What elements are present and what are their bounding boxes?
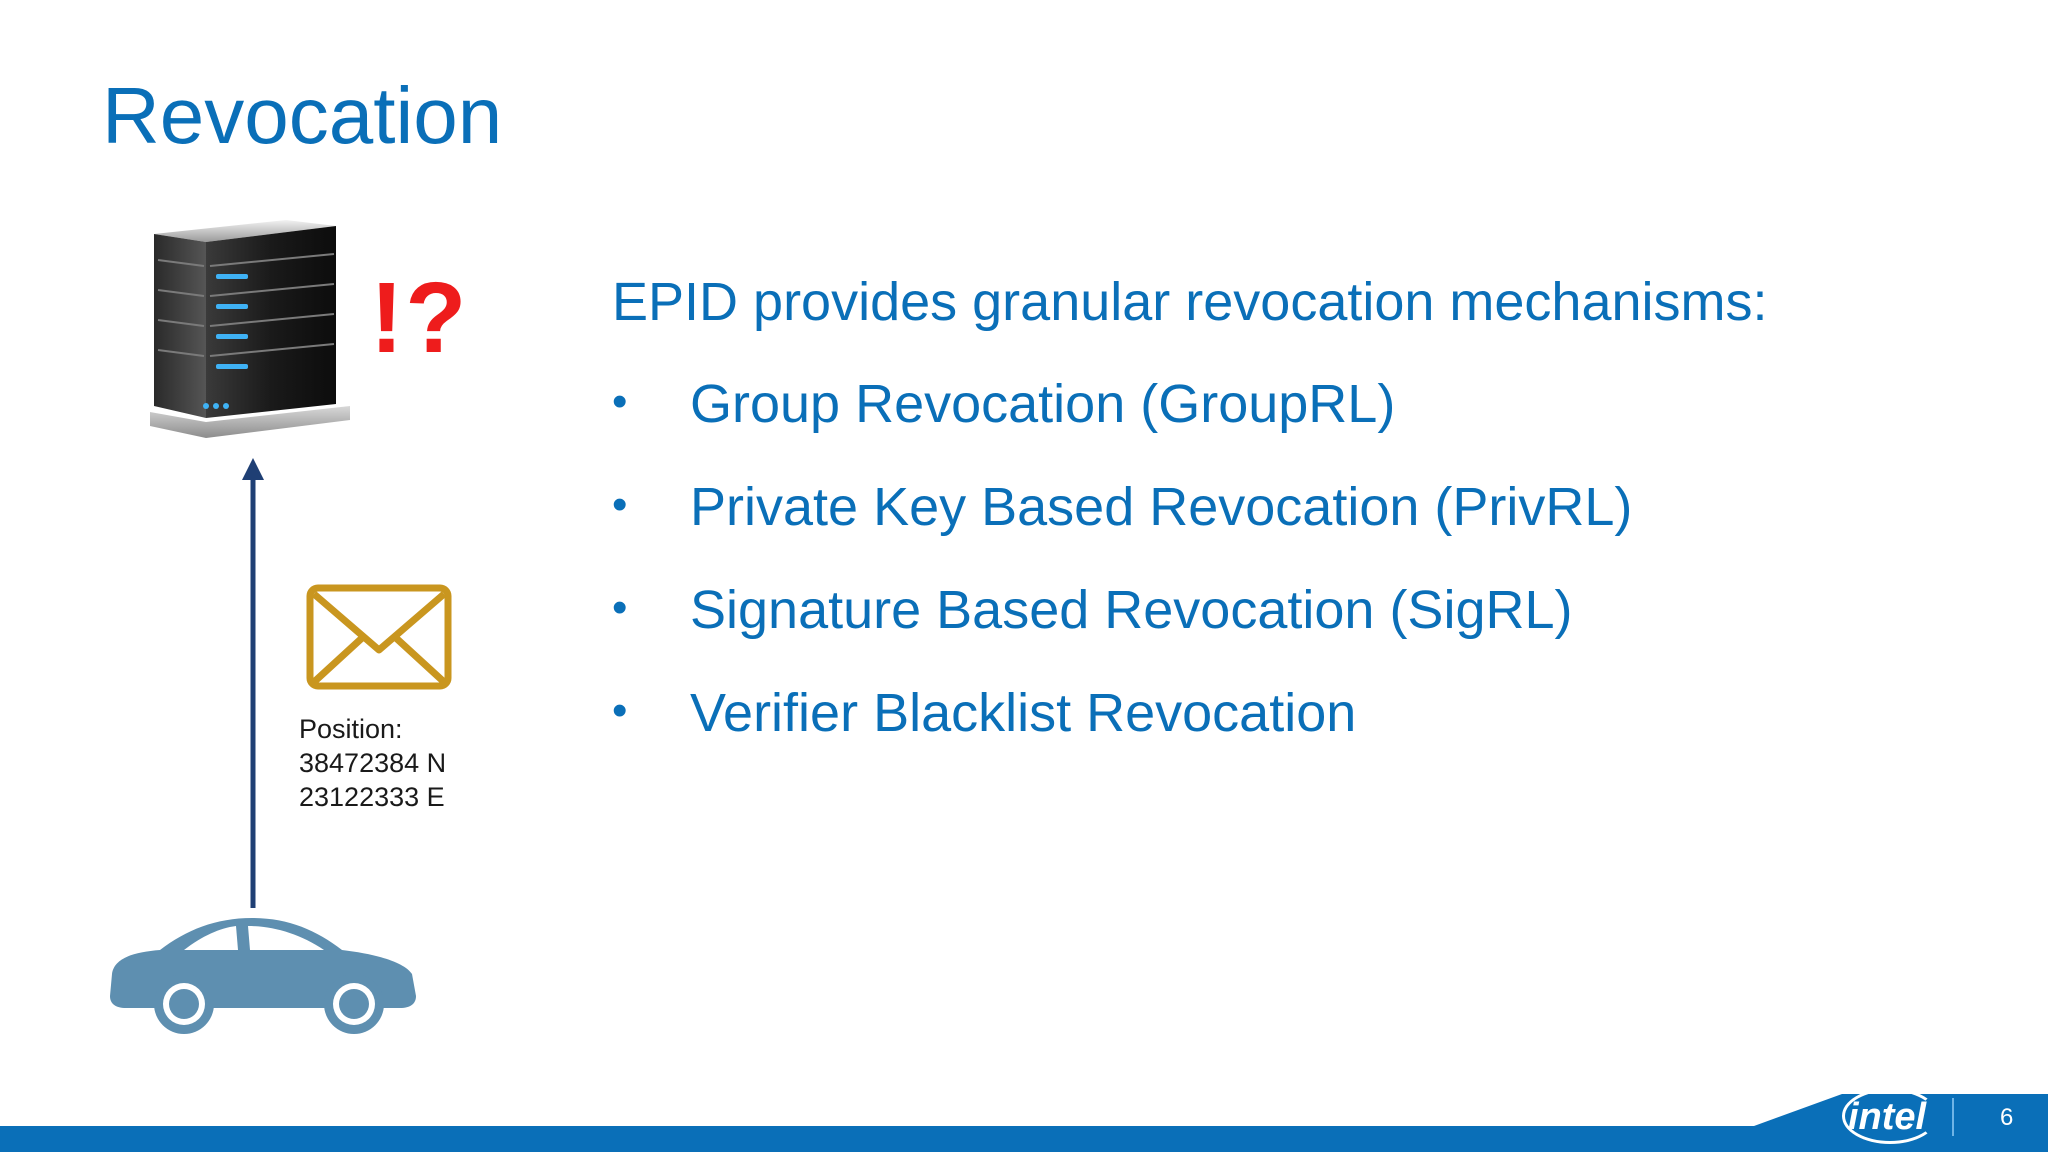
bullet-marker: • xyxy=(612,480,628,529)
intro-text: EPID provides granular revocation mechan… xyxy=(612,272,1768,332)
arrow-up-icon xyxy=(242,458,264,908)
position-longitude: 23122333 E xyxy=(299,782,445,812)
bullet-item: • Verifier Blacklist Revocation xyxy=(612,643,1972,746)
alert-mark: !? xyxy=(370,262,469,374)
bullet-text: Signature Based Revocation (SigRL) xyxy=(690,580,1573,640)
position-heading: Position: xyxy=(299,714,403,744)
bullet-marker: • xyxy=(612,686,628,735)
bullet-item: • Signature Based Revocation (SigRL) xyxy=(612,540,1972,643)
footer-divider xyxy=(1952,1098,1954,1136)
bullet-item: • Group Revocation (GroupRL) xyxy=(612,334,1972,437)
bullet-text: Private Key Based Revocation (PrivRL) xyxy=(690,477,1633,537)
position-latitude: 38472384 N xyxy=(299,748,447,778)
bullet-item: • Private Key Based Revocation (PrivRL) xyxy=(612,437,1972,540)
page-number: 6 xyxy=(2000,1104,2014,1131)
bullet-marker: • xyxy=(612,377,628,426)
footer-band xyxy=(0,1092,2048,1152)
content-block: EPID provides granular revocation mechan… xyxy=(612,270,1972,746)
bullet-marker: • xyxy=(612,583,628,632)
slide-title: Revocation xyxy=(102,71,503,160)
bullet-text: Group Revocation (GroupRL) xyxy=(690,374,1396,434)
car-icon xyxy=(110,918,416,1034)
bullet-text: Verifier Blacklist Revocation xyxy=(690,683,1357,743)
logo-ring xyxy=(1842,1088,1938,1144)
bullet-list: • Group Revocation (GroupRL) • Private K… xyxy=(612,334,1972,746)
intel-logo: intel xyxy=(1848,1096,1927,1138)
position-label: Position: 38472384 N 23122333 E xyxy=(299,712,446,814)
envelope-icon xyxy=(306,584,452,690)
server-icon xyxy=(150,220,350,438)
